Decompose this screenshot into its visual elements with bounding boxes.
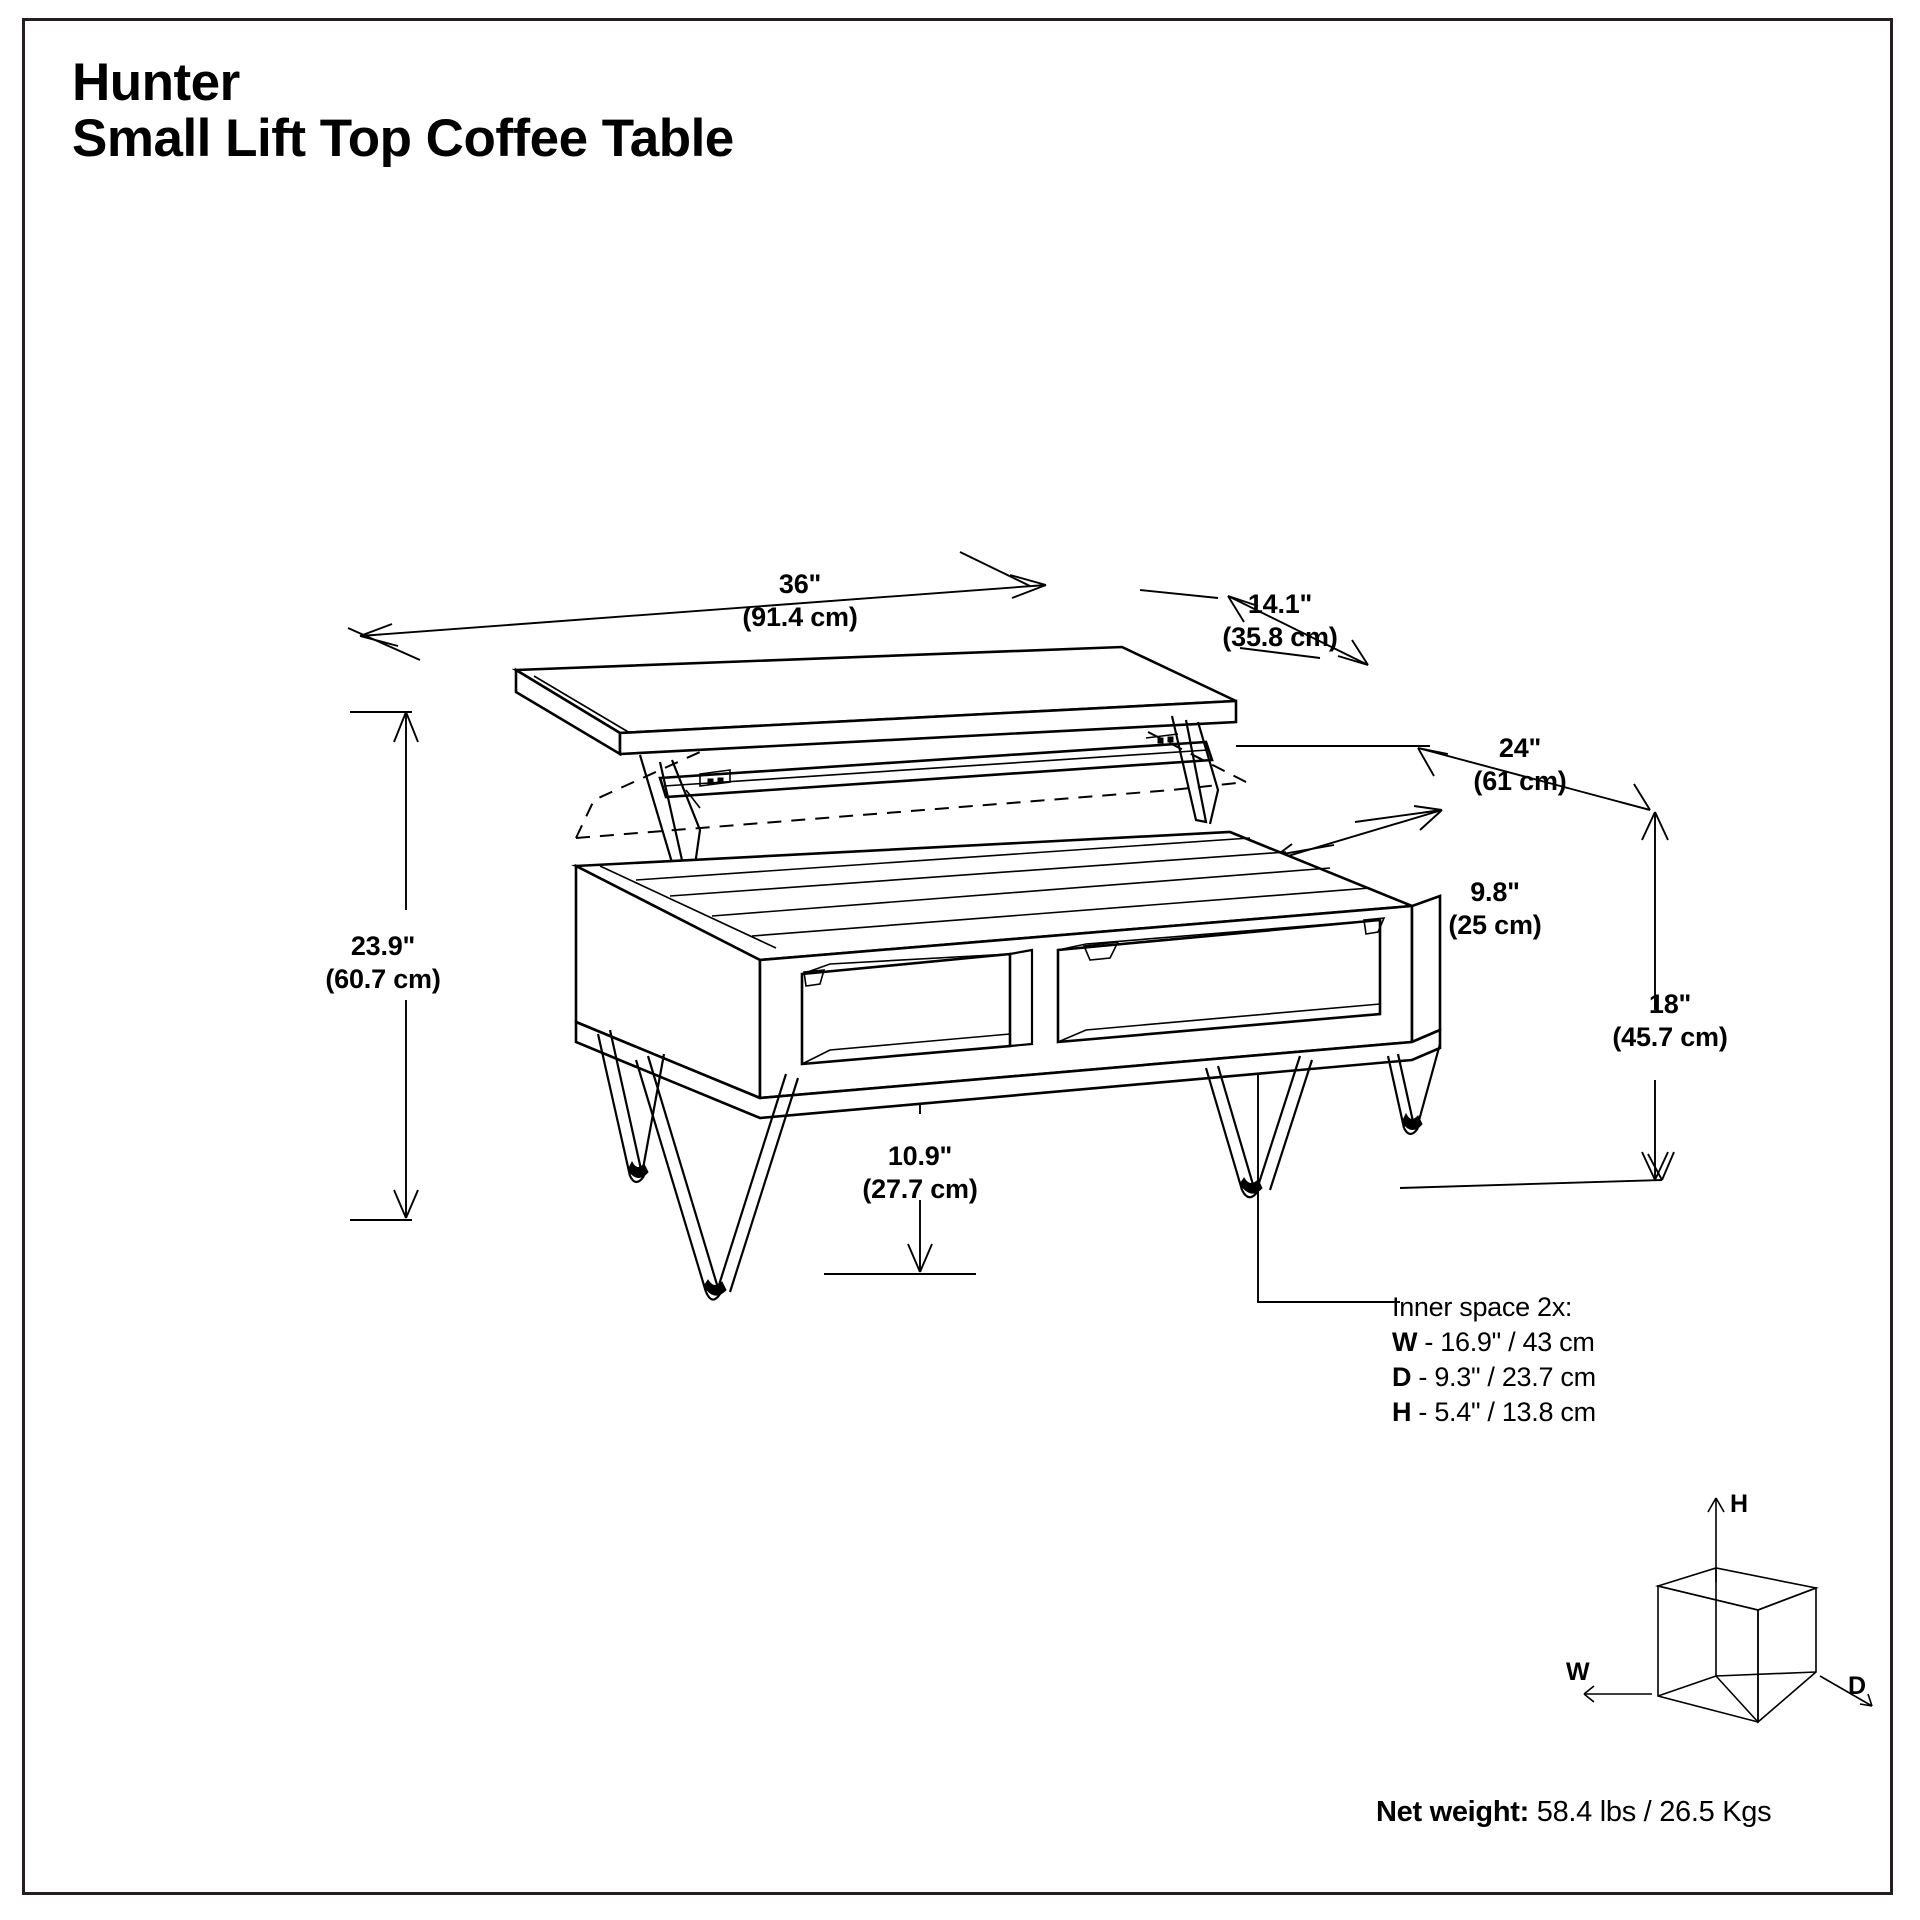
dim-label-lifted-height: 23.9" (60.7 cm) [278, 930, 488, 996]
dim-imperial: 14.1" [1247, 589, 1313, 619]
dim-metric: (61 cm) [1473, 765, 1567, 796]
inner-space-row-h: H - 5.4" / 13.8 cm [1392, 1395, 1596, 1430]
dim-imperial: 24" [1498, 733, 1542, 763]
dim-label-floor-clearance: 10.9" (27.7 cm) [810, 1140, 1030, 1206]
inner-space-value-h: 5.4" / 13.8 cm [1434, 1397, 1596, 1428]
inner-space-key-w: W [1392, 1327, 1418, 1358]
product-subtitle: Small Lift Top Coffee Table [72, 109, 734, 169]
inner-space-key-d: D [1392, 1362, 1412, 1393]
inner-space-sep-d: - [1418, 1362, 1428, 1393]
dim-imperial: 10.9" [887, 1141, 953, 1171]
dim-label-table-height: 18" (45.7 cm) [1570, 988, 1770, 1054]
inner-space-row-w: W - 16.9" / 43 cm [1392, 1325, 1596, 1360]
dim-label-top-depth: 14.1" (35.8 cm) [1165, 588, 1395, 654]
page-border [22, 18, 1893, 1895]
inner-space-sep-h: - [1418, 1397, 1428, 1428]
cube-legend-width-label: W [1566, 1658, 1590, 1686]
dim-metric: (45.7 cm) [1612, 1021, 1728, 1052]
dim-metric: (25 cm) [1448, 909, 1542, 940]
dim-imperial: 18" [1648, 989, 1692, 1019]
product-name: Hunter [72, 53, 240, 112]
inner-space-sep-w: - [1424, 1327, 1434, 1358]
dim-imperial: 36" [778, 569, 822, 599]
net-weight-value: 58.4 lbs / 26.5 Kgs [1536, 1796, 1772, 1828]
cube-legend-depth-label: D [1848, 1672, 1867, 1700]
inner-space-key-h: H [1392, 1397, 1412, 1428]
dim-imperial: 23.9" [350, 931, 416, 961]
dim-metric: (35.8 cm) [1222, 621, 1338, 652]
dim-metric: (91.4 cm) [742, 601, 858, 632]
dim-label-base-depth: 24" (61 cm) [1430, 732, 1610, 798]
dim-label-top-width: 36" (91.4 cm) [690, 568, 910, 634]
net-weight-label: Net weight: [1376, 1796, 1529, 1828]
dim-label-body-height: 9.8" (25 cm) [1400, 876, 1590, 942]
inner-space-heading: Inner space 2x: [1392, 1292, 1573, 1322]
dim-metric: (27.7 cm) [862, 1173, 978, 1204]
net-weight: Net weight: 58.4 lbs / 26.5 Kgs [1376, 1796, 1772, 1829]
cube-legend-height-label: H [1730, 1490, 1749, 1518]
cube-legend: H W D [1560, 1480, 1880, 1710]
inner-space-row-d: D - 9.3" / 23.7 cm [1392, 1360, 1596, 1395]
dim-metric: (60.7 cm) [325, 963, 441, 994]
inner-space-callout: Inner space 2x: W - 16.9" / 43 cm D - 9.… [1392, 1290, 1596, 1430]
page-title: Hunter Small Lift Top Coffee Table [72, 53, 1072, 169]
dim-imperial: 9.8" [1470, 877, 1520, 907]
inner-space-value-d: 9.3" / 23.7 cm [1434, 1362, 1596, 1393]
inner-space-value-w: 16.9" / 43 cm [1440, 1327, 1595, 1358]
